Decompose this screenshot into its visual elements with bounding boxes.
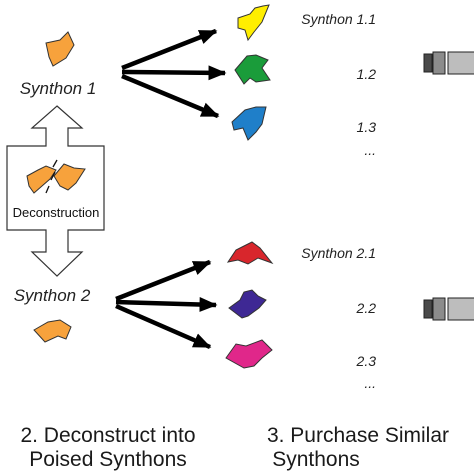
vial-icon-group-2 [423, 297, 474, 321]
synthon-1-2-label: 1.2 [357, 66, 377, 82]
synthon-2-1-fragment-red [226, 241, 274, 265]
synthon-2-3-label: 2.3 [356, 353, 377, 369]
synthon-1-label: Synthon 1 [20, 79, 97, 98]
step-2-caption-line-1: 2. Deconstruct into [20, 424, 195, 447]
synthon-2-2-label: 2.2 [356, 300, 377, 316]
synthon-1-1-fragment-yellow [237, 4, 270, 42]
synthon-1-arrows [121, 28, 227, 119]
broken-molecule-icon [26, 159, 86, 194]
synthon-2-fragment [33, 319, 72, 343]
synthon-1-2-fragment-green [234, 54, 271, 85]
synthon-2-2-fragment-purple [228, 289, 267, 319]
synthon-1-more-label: ... [364, 142, 376, 158]
step-2-caption-line-2: Poised Synthons [29, 448, 187, 471]
synthon-1-3-label: 1.3 [357, 119, 377, 135]
synthon-2-label: Synthon 2 [14, 286, 91, 305]
synthon-2-more-label: ... [364, 375, 376, 391]
synthon-1-fragment [45, 31, 75, 67]
synthon-2-arrows [115, 259, 218, 350]
vial-icon-group-1 [423, 51, 474, 75]
step-3-caption-line-1: 3. Purchase Similar [267, 424, 449, 447]
synthon-2-1-label: Synthon 2.1 [301, 245, 376, 261]
deconstruction-label: Deconstruction [13, 205, 100, 220]
synthon-2-3-fragment-magenta [225, 339, 273, 369]
synthon-1-3-fragment-blue [231, 106, 267, 141]
deconstruction-double-arrow [6, 105, 105, 277]
synthon-1-1-label: Synthon 1.1 [301, 11, 376, 27]
step-3-caption-line-2: Synthons [272, 448, 360, 471]
